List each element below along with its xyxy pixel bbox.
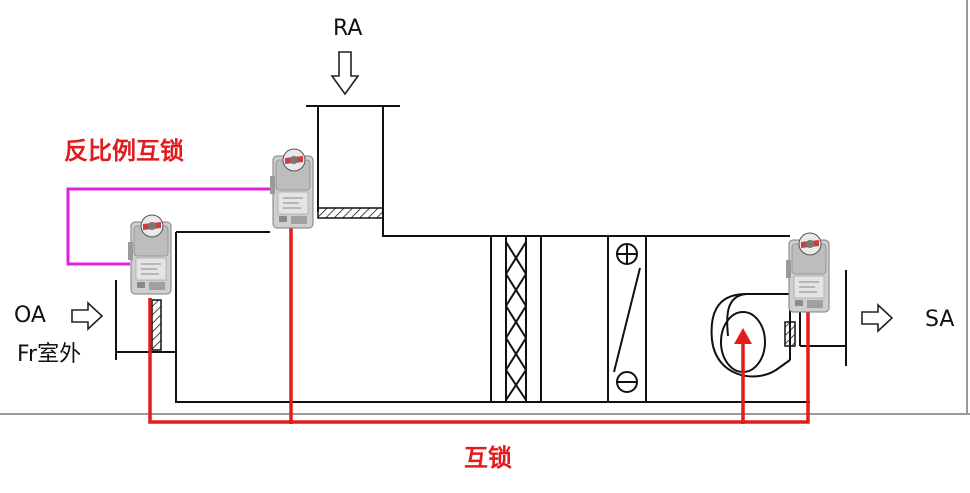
ahu-casing <box>115 231 810 403</box>
interlock-label: 互锁 <box>464 444 512 472</box>
return-air-label: RA <box>333 16 363 41</box>
coil-icon <box>607 235 647 403</box>
actuator-supply-air <box>785 232 830 313</box>
inverse-interlock-label: 反比例互锁 <box>64 137 184 165</box>
interlock-line <box>148 224 810 424</box>
outdoor-fresh-label: Fr室外 <box>17 342 82 367</box>
actuator-return-air <box>269 148 314 229</box>
supply-air-label: SA <box>925 307 955 332</box>
outdoor-air-damper <box>151 299 162 351</box>
supply-air-damper <box>784 321 796 347</box>
fan-airflow-arrow-icon <box>734 328 752 344</box>
return-air-damper <box>317 207 384 219</box>
return-air-arrow-icon <box>330 51 360 96</box>
outdoor-air-arrow-icon <box>71 302 103 330</box>
actuator-outdoor-air <box>127 214 172 295</box>
supply-air-arrow-icon <box>861 304 893 332</box>
inverse-interlock-line <box>66 187 272 266</box>
outdoor-air-label: OA <box>14 303 46 328</box>
filter-icon <box>490 235 542 403</box>
